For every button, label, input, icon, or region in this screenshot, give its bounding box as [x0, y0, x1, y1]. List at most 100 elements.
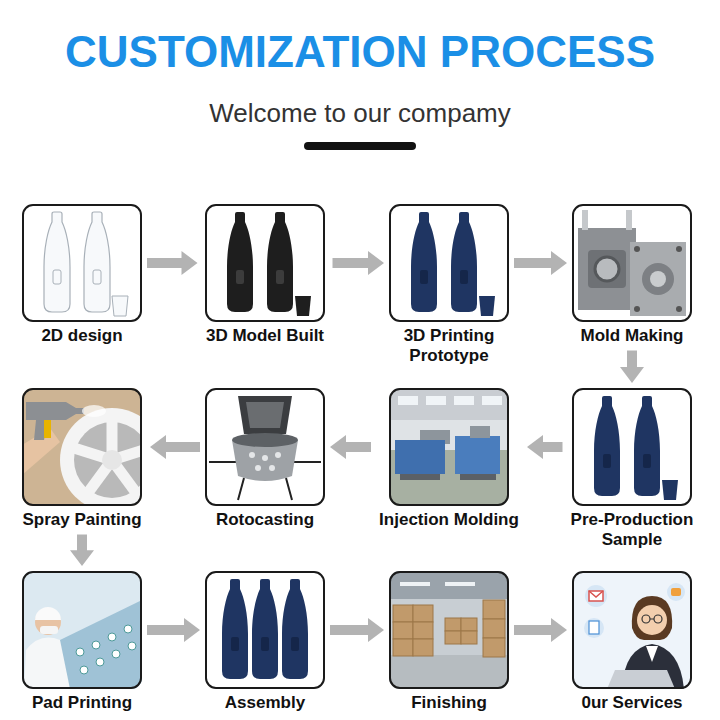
assembled-pens [252, 579, 278, 679]
assembled-pens [231, 637, 239, 651]
illustration-part [96, 658, 104, 666]
rotocasting-machine [238, 396, 292, 434]
illustration-part [461, 618, 477, 631]
navy-pen-prototype [451, 212, 477, 312]
illustration-part [74, 420, 142, 492]
service-agent-picture [585, 585, 607, 607]
service-agent-picture [632, 596, 672, 640]
flow-arrow [527, 435, 563, 459]
injection-factory-photo [460, 474, 496, 480]
flow-arrow [620, 351, 644, 384]
mold-photo [642, 263, 674, 295]
illustration-part [393, 600, 505, 657]
mold-photo [578, 228, 636, 310]
mold-photo [676, 246, 682, 252]
pad-printing-photo [22, 571, 142, 689]
navy-pen-prototype [460, 270, 468, 284]
pad-printing-photo [24, 638, 70, 689]
warehouse-photo [389, 571, 509, 689]
injection-factory-photo [455, 436, 500, 474]
black-pen-model [276, 270, 284, 284]
pad-printing-photo [35, 607, 61, 620]
illustration-part [445, 631, 461, 644]
black-pen-model [227, 212, 253, 312]
rotocasting-machine [255, 465, 261, 471]
step-label: Mold Making [580, 326, 685, 346]
navy-pen-sample [594, 396, 620, 496]
service-agent-picture [637, 605, 667, 635]
rotocasting-machine [238, 478, 244, 500]
illustration-part [76, 625, 136, 674]
step-label: 3D Printing Prototype [403, 326, 496, 365]
illustration-part [483, 638, 505, 657]
process-step: 2D design [22, 204, 142, 346]
image-frame [389, 388, 509, 506]
process-step: 3D Model Built [203, 204, 328, 346]
injection-factory-photo [426, 396, 446, 405]
flow-arrow [333, 251, 385, 275]
spray-painting-photo [26, 402, 84, 440]
navy-pen-prototype [420, 270, 428, 284]
step-label: 2D design [40, 326, 124, 346]
pad-printing-photo [40, 626, 58, 634]
spray-painting-photo [82, 405, 106, 417]
clear-pen-drawing [84, 212, 110, 312]
process-step: Assembly [205, 571, 325, 713]
navy-pen-prototype [411, 212, 437, 312]
image-frame [205, 571, 325, 689]
mold-photo [588, 250, 626, 288]
illustration-part [461, 631, 477, 644]
mold-photo [578, 210, 686, 316]
illustration-part [393, 622, 413, 639]
clear-pen-drawing [112, 296, 128, 316]
image-frame [389, 571, 509, 689]
black-pen-model [295, 296, 311, 316]
service-agent-picture [589, 591, 603, 601]
warehouse-photo [445, 582, 475, 586]
service-agent-picture [572, 571, 692, 689]
flow-arrow [70, 535, 94, 567]
injection-factory-photo [482, 396, 502, 405]
assembled-pens [291, 637, 299, 651]
flow-arrow [147, 251, 198, 275]
rotocasting-machine [249, 452, 255, 458]
assembled-pens [222, 579, 308, 679]
rotocasting-machine [232, 433, 298, 447]
rotocasting-machine [286, 478, 292, 500]
process-step: Finishing [389, 571, 509, 713]
navy-pen-sample [662, 480, 678, 500]
black-pen-model [267, 212, 293, 312]
navy-pen-sample [643, 454, 651, 468]
service-agent-picture [654, 615, 662, 623]
mold-photo [634, 306, 640, 312]
mold-photo [630, 242, 686, 316]
navy-pen-sample [634, 396, 660, 496]
navy-pen-sample [594, 396, 678, 500]
warehouse-photo [389, 655, 509, 689]
illustration-part [80, 666, 88, 674]
flow-arrow [514, 251, 567, 275]
process-step: Pre-Production Sample [568, 388, 697, 549]
image-frame [572, 571, 692, 689]
step-label: Spray Painting [21, 510, 143, 530]
assembled-pens [261, 637, 269, 651]
service-agent-picture [650, 618, 654, 619]
assembled-pens [282, 579, 308, 679]
service-agent-picture [607, 670, 675, 689]
flow-arrow [514, 618, 567, 642]
image-frame [205, 388, 325, 506]
rotocasting-machine [269, 465, 275, 471]
process-step: 3D Printing Prototype [389, 204, 509, 365]
mold-photo [626, 210, 632, 230]
illustration-part [413, 639, 433, 656]
step-label: Injection Molding [378, 510, 520, 530]
illustration-part [112, 650, 120, 658]
service-agent-picture [584, 618, 604, 638]
service-agent-picture [646, 646, 658, 662]
warehouse-photo [400, 582, 430, 586]
illustration-part [445, 618, 461, 631]
mold-photo [676, 306, 682, 312]
black-pen-model [236, 270, 244, 284]
image-frame [389, 204, 509, 322]
injection-factory-photo [470, 426, 490, 438]
